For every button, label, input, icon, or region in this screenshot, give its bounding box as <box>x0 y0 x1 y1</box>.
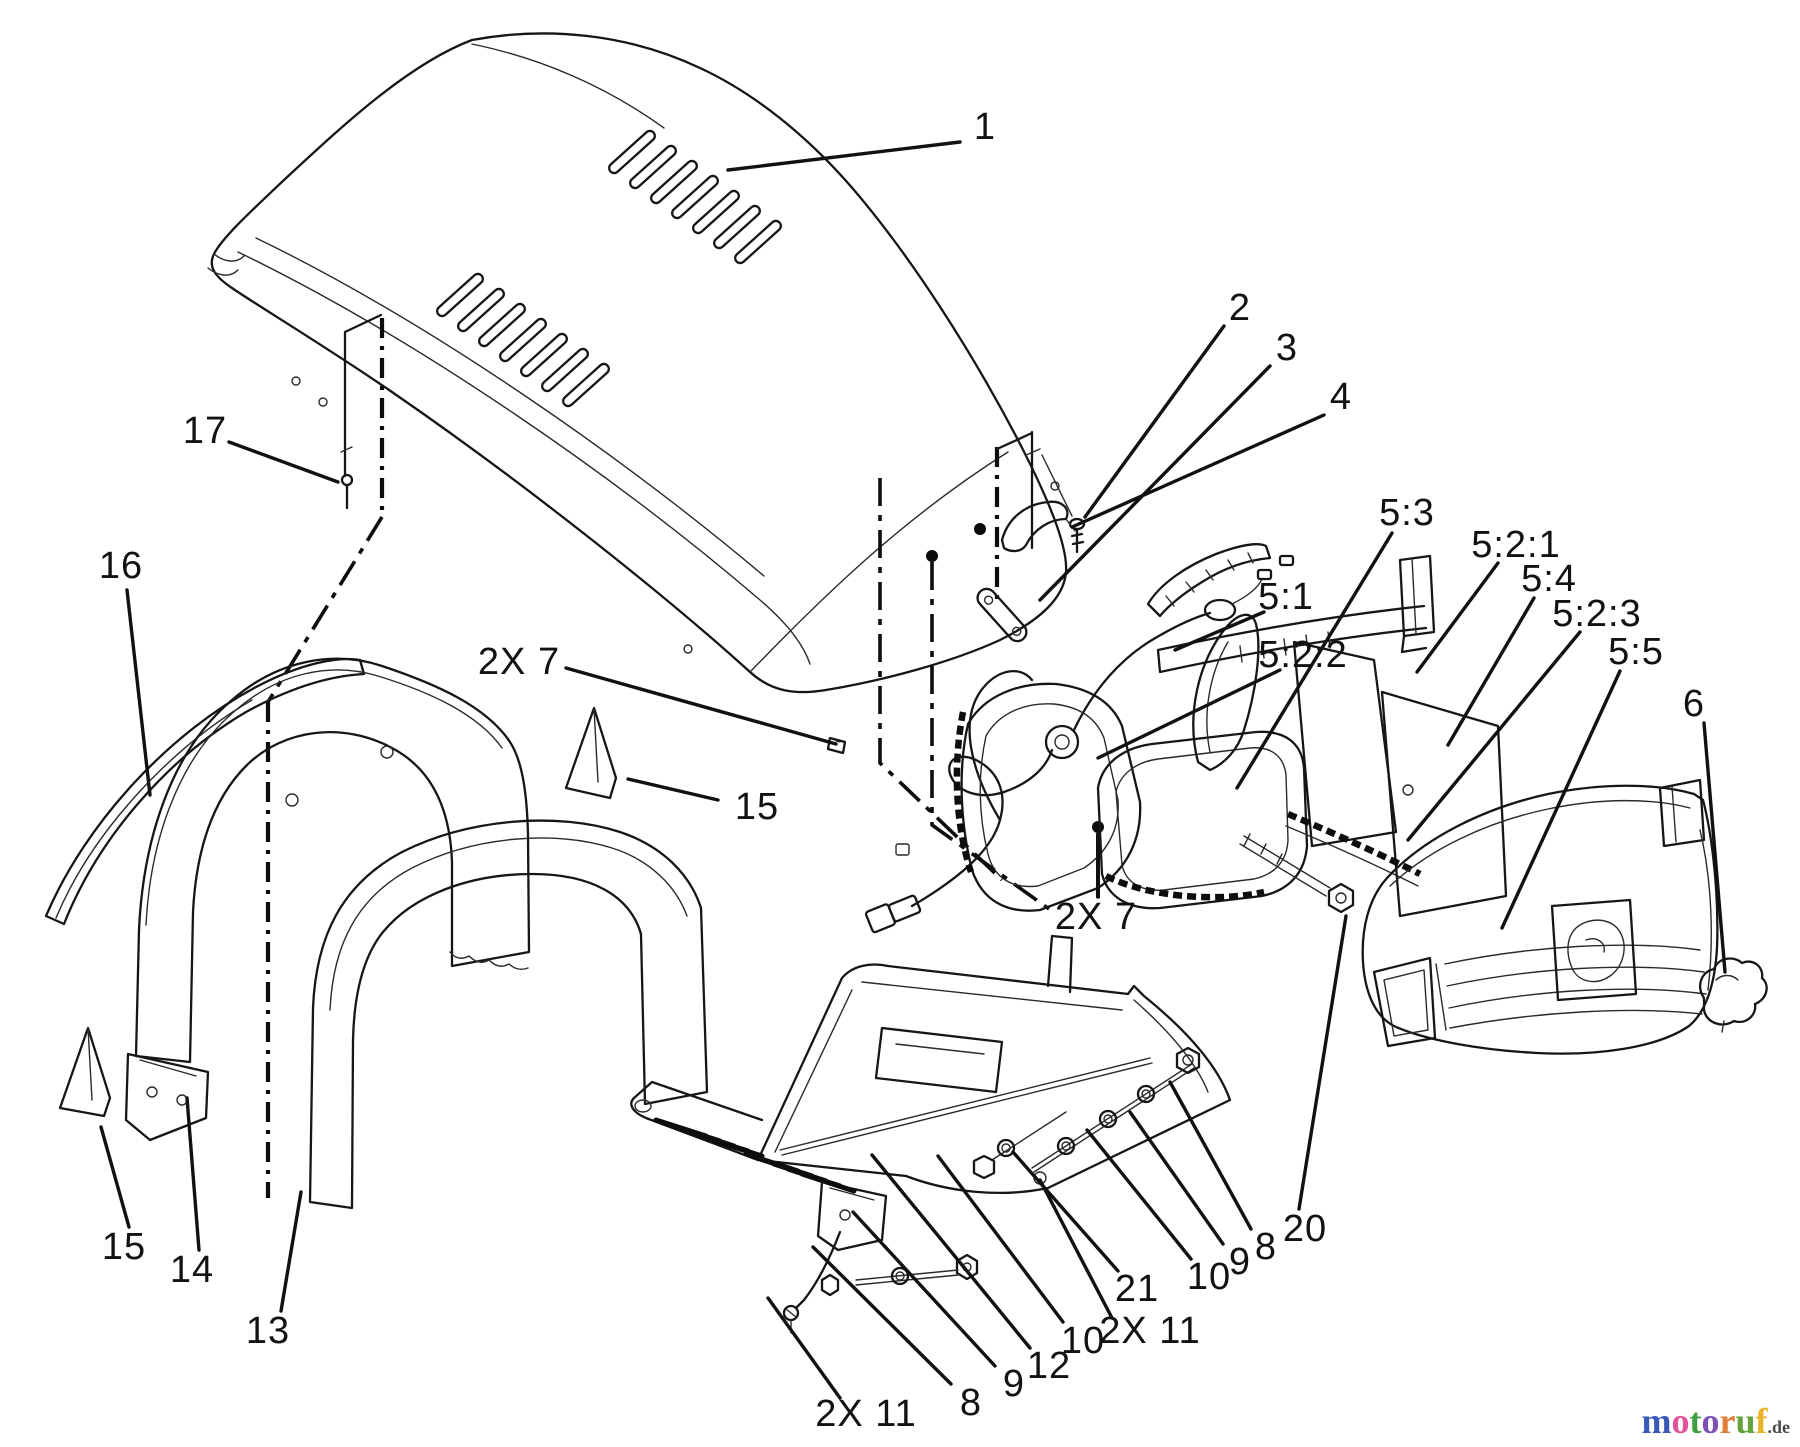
hood-louver-group-lower <box>435 272 611 408</box>
motoruf-letter-5: u <box>1735 1401 1756 1441</box>
part-label-12: 12 <box>1026 1345 1072 1387</box>
motoruf-watermark: motoruf.de <box>1641 1403 1790 1439</box>
part-label-13: 13 <box>245 1310 291 1352</box>
leader-line-11a <box>766 1296 842 1400</box>
pod-5-3 <box>1193 615 1258 770</box>
part-label-5-3: 5:3 <box>1379 492 1435 534</box>
part-label-4: 4 <box>1329 376 1353 418</box>
part-label-17: 17 <box>182 410 228 452</box>
hood-louver-group-upper <box>607 129 783 265</box>
leader-line-5-2-3 <box>1406 630 1582 842</box>
motoruf-domain-suffix: .de <box>1767 1417 1791 1437</box>
leader-line-17 <box>227 440 340 484</box>
leader-line-21 <box>1011 1150 1120 1273</box>
motoruf-letter-4: r <box>1719 1401 1736 1441</box>
leader-line-10a <box>936 1154 1065 1324</box>
part-label-5-2-2: 5:2:2 <box>1258 634 1348 676</box>
motoruf-letter-3: o <box>1701 1401 1720 1441</box>
part-label-1: 1 <box>973 106 997 148</box>
part-label-7a: 2X 7 <box>477 641 561 683</box>
part-label-11b: 2X 11 <box>1099 1310 1201 1352</box>
part-label-10a: 10 <box>1060 1320 1106 1362</box>
hinge-centerline-left <box>268 517 382 1198</box>
leader-line-4 <box>1070 413 1326 529</box>
part-label-11a: 2X 11 <box>815 1393 917 1435</box>
part-label-7b: 2X 7 <box>1054 896 1138 938</box>
leader-line-12 <box>870 1153 1032 1350</box>
part-label-8a: 8 <box>959 1382 983 1424</box>
part-label-5-5: 5:5 <box>1608 631 1664 673</box>
part-label-9a: 9 <box>1002 1363 1026 1405</box>
fender-arch-13 <box>310 821 707 1208</box>
leader-line-5-1 <box>1173 610 1266 652</box>
leader-line-16 <box>125 588 152 797</box>
part-label-5-4: 5:4 <box>1521 558 1577 600</box>
hinge-bracket-left <box>341 315 382 517</box>
part-label-5-2-1: 5:2:1 <box>1471 524 1561 566</box>
bolt-20 <box>1240 834 1353 912</box>
frame-tread-strips <box>656 1120 854 1191</box>
wedge-15-right <box>566 708 616 798</box>
leader-line-6 <box>1702 721 1727 974</box>
seal-strip-5-2-3 <box>1286 814 1420 886</box>
leader-line-5-5 <box>1500 669 1622 930</box>
part-label-15a: 15 <box>101 1226 147 1268</box>
headlight-pocket-5-2-2 <box>957 684 1140 911</box>
leader-line-15a <box>99 1125 131 1229</box>
part-label-21: 21 <box>1114 1268 1160 1310</box>
leader-line-15b <box>626 777 720 802</box>
hinge-strap-3 <box>974 585 1030 645</box>
knob-6 <box>1700 958 1767 1032</box>
motoruf-letter-0: m <box>1641 1401 1672 1441</box>
leader-line-5-2-1 <box>1415 561 1500 674</box>
part-label-8b: 8 <box>1254 1226 1278 1268</box>
leader-line-13 <box>279 1190 303 1313</box>
motoruf-letter-1: o <box>1671 1401 1690 1441</box>
leader-line-2 <box>1083 324 1226 519</box>
motoruf-letter-6: f <box>1755 1401 1768 1441</box>
part-label-10b: 10 <box>1186 1256 1232 1298</box>
leader-line-9b <box>1128 1110 1225 1246</box>
part-label-5-2-3: 5:2:3 <box>1552 593 1642 635</box>
motoruf-wordmark: motoruf <box>1641 1401 1767 1441</box>
hinge-bracket-right <box>926 432 1040 600</box>
leader-line-5-3 <box>1235 531 1394 790</box>
hardware-bolts-right <box>974 1048 1199 1184</box>
leader-line-8b <box>1168 1080 1253 1231</box>
leader-line-5-2-2 <box>1096 668 1282 760</box>
fender-arch-14 <box>126 659 529 1140</box>
leader-line-10b <box>1085 1128 1193 1261</box>
clip-7-upper <box>828 738 845 753</box>
lamp-bar-bracket <box>1148 544 1270 616</box>
leader-line-5-4 <box>1446 596 1536 747</box>
leader-line-8a <box>811 1245 953 1386</box>
part-label-20: 20 <box>1282 1208 1328 1250</box>
grille-5-5 <box>1363 780 1718 1054</box>
part-label-2: 2 <box>1228 287 1252 329</box>
latch-handle-4 <box>1002 502 1075 551</box>
leader-line-3 <box>1038 364 1272 602</box>
baffle-panels-5-4 <box>1294 642 1506 916</box>
leader-line-11b <box>1038 1178 1114 1320</box>
leader-line-9a <box>851 1210 997 1368</box>
motoruf-letter-2: t <box>1689 1401 1702 1441</box>
housing-rail-5-2-1 <box>1158 556 1434 672</box>
lens-ring <box>1098 732 1307 908</box>
wedge-15-left <box>60 1028 110 1116</box>
leader-line-20 <box>1297 914 1348 1211</box>
leader-line-14 <box>185 1096 201 1252</box>
part-label-16: 16 <box>98 545 144 587</box>
part-label-6: 6 <box>1682 683 1706 725</box>
part-label-3: 3 <box>1275 327 1299 369</box>
lower-support-frame <box>631 936 1230 1250</box>
leader-line-7a <box>564 666 838 746</box>
part-label-9b: 9 <box>1228 1241 1252 1283</box>
part-label-15b: 15 <box>734 786 780 828</box>
hood-part <box>208 33 1066 692</box>
leader-line-1 <box>726 140 962 172</box>
part-label-5-1: 5:1 <box>1258 576 1314 618</box>
part-label-14: 14 <box>169 1249 215 1291</box>
